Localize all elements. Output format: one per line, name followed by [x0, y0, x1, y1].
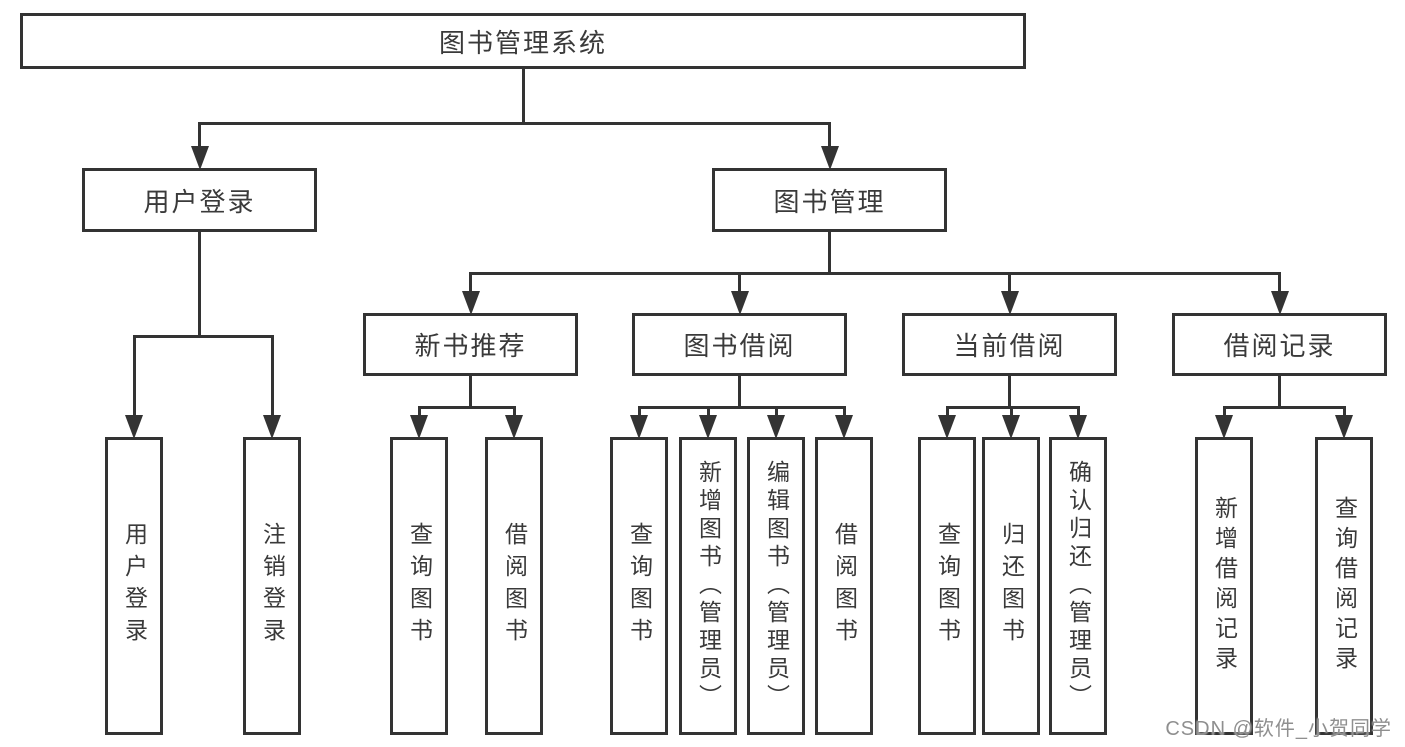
node-label-leaf-confirm-return: 确认归还（管理员） — [1065, 460, 1092, 712]
node-label-leaf-borrow-book-1: 借阅图书 — [501, 522, 528, 650]
arrowhead-icon — [820, 146, 839, 170]
arrowhead-icon — [263, 415, 281, 439]
connector-line — [1222, 407, 1226, 417]
connector-line — [945, 407, 949, 417]
node-leaf-return-book: 归还图书 — [982, 437, 1040, 735]
arrowhead-icon — [1000, 291, 1019, 315]
arrowhead-icon — [1215, 415, 1233, 439]
connector-line — [521, 69, 525, 123]
arrowhead-icon — [1069, 415, 1087, 439]
connector-line — [270, 336, 274, 417]
node-label-leaf-query-book-3: 查询图书 — [934, 522, 961, 650]
node-borrow-records: 借阅记录 — [1172, 313, 1387, 376]
node-label-root: 图书管理系统 — [438, 27, 607, 58]
node-current-borrow: 当前借阅 — [902, 313, 1117, 376]
arrowhead-icon — [767, 415, 785, 439]
connector-line — [1222, 405, 1346, 409]
node-label-new-book-rec: 新书推荐 — [414, 331, 527, 361]
connector-line — [706, 407, 710, 417]
arrowhead-icon — [630, 415, 648, 439]
node-label-leaf-logout: 注销登录 — [259, 522, 286, 650]
connector-line — [842, 407, 846, 417]
connector-line — [637, 407, 641, 417]
connector-line — [1076, 407, 1080, 417]
arrowhead-icon — [1002, 415, 1020, 439]
node-label-current-borrow: 当前借阅 — [953, 331, 1066, 361]
node-label-borrow-records: 借阅记录 — [1223, 331, 1336, 361]
node-label-book-borrow: 图书借阅 — [683, 331, 796, 361]
arrowhead-icon — [835, 415, 853, 439]
connector-line — [1009, 407, 1013, 417]
connector-line — [469, 376, 472, 407]
connector-line — [198, 121, 831, 125]
node-new-book-rec: 新书推荐 — [363, 313, 578, 376]
node-label-leaf-add-record: 新增借阅记录 — [1211, 496, 1238, 676]
connector-line — [1278, 376, 1281, 407]
node-label-leaf-return-book: 归还图书 — [998, 522, 1025, 650]
node-label-leaf-borrow-book-2: 借阅图书 — [831, 522, 858, 650]
arrowhead-icon — [410, 415, 428, 439]
node-leaf-add-record: 新增借阅记录 — [1195, 437, 1253, 735]
arrowhead-icon — [1270, 291, 1289, 315]
node-leaf-user-login: 用户登录 — [105, 437, 163, 735]
arrowhead-icon — [190, 146, 209, 170]
connector-line — [828, 123, 831, 148]
arrowhead-icon — [461, 291, 480, 315]
connector-line — [738, 273, 741, 293]
connector-line — [637, 405, 846, 409]
connector-line — [198, 123, 201, 148]
node-leaf-logout: 注销登录 — [243, 437, 301, 735]
arrowhead-icon — [125, 415, 143, 439]
connector-line — [417, 407, 421, 417]
connector-line — [417, 405, 516, 409]
connector-line — [1008, 376, 1011, 407]
node-book-borrow: 图书借阅 — [632, 313, 847, 376]
node-leaf-borrow-book-2: 借阅图书 — [815, 437, 873, 735]
node-label-leaf-edit-book: 编辑图书（管理员） — [763, 460, 790, 712]
node-leaf-query-book-3: 查询图书 — [918, 437, 976, 735]
connector-line — [1342, 407, 1346, 417]
node-user-login: 用户登录 — [82, 168, 317, 232]
connector-line — [469, 273, 472, 293]
node-label-leaf-query-book-2: 查询图书 — [626, 522, 653, 650]
connector-line — [828, 232, 831, 273]
node-leaf-query-book-1: 查询图书 — [390, 437, 448, 735]
node-leaf-add-book: 新增图书（管理员） — [679, 437, 737, 735]
node-leaf-confirm-return: 确认归还（管理员） — [1049, 437, 1107, 735]
arrowhead-icon — [699, 415, 717, 439]
connector-line — [945, 405, 1080, 409]
node-label-leaf-query-book-1: 查询图书 — [406, 522, 433, 650]
arrowhead-icon — [505, 415, 523, 439]
connector-line — [1008, 273, 1011, 293]
arrowhead-icon — [1335, 415, 1353, 439]
arrowhead-icon — [730, 291, 749, 315]
node-label-book-mgmt: 图书管理 — [773, 186, 886, 217]
connector-line — [774, 407, 778, 417]
connector-line — [132, 334, 274, 338]
connector-line — [469, 271, 1281, 275]
connector-line — [198, 232, 201, 336]
node-root: 图书管理系统 — [20, 13, 1026, 69]
node-label-leaf-query-record: 查询借阅记录 — [1331, 496, 1358, 676]
node-leaf-borrow-book-1: 借阅图书 — [485, 437, 543, 735]
arrowhead-icon — [938, 415, 956, 439]
node-label-leaf-user-login: 用户登录 — [121, 522, 148, 650]
watermark-text: CSDN @软件_小贺同学 — [1165, 718, 1392, 740]
connector-line — [132, 336, 136, 417]
node-label-leaf-add-book: 新增图书（管理员） — [695, 460, 722, 712]
node-leaf-query-book-2: 查询图书 — [610, 437, 668, 735]
node-book-mgmt: 图书管理 — [712, 168, 947, 232]
node-label-user-login: 用户登录 — [143, 186, 256, 217]
node-leaf-edit-book: 编辑图书（管理员） — [747, 437, 805, 735]
connector-line — [512, 407, 516, 417]
connector-line — [1278, 273, 1281, 293]
connector-line — [738, 376, 741, 407]
node-leaf-query-record: 查询借阅记录 — [1315, 437, 1373, 735]
